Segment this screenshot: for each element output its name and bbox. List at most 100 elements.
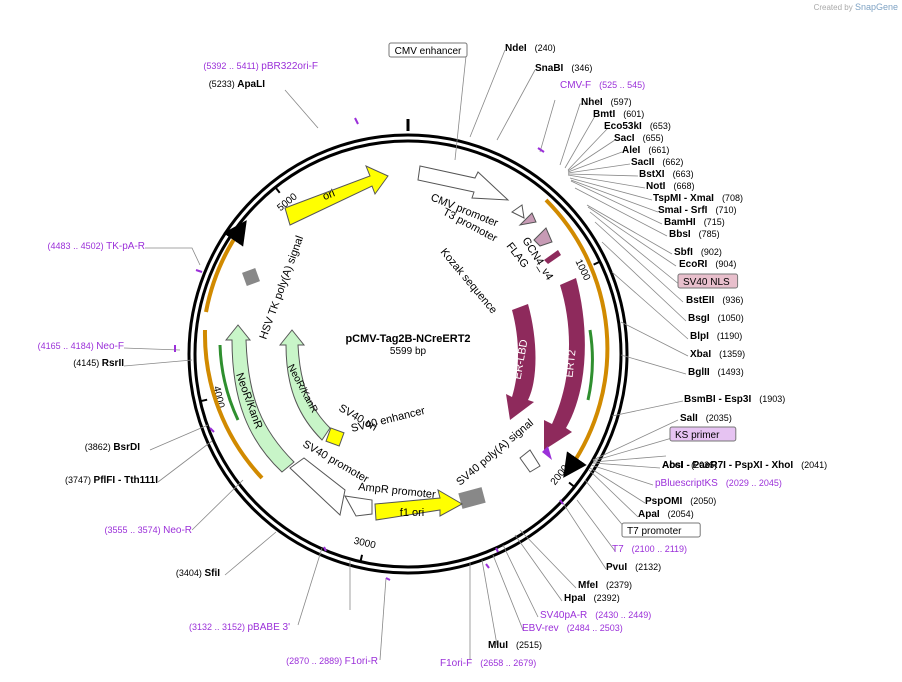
left-site-labels: (5392 .. 5411) pBR322ori-F (5233) ApaLI (4… (38, 61, 378, 667)
site-label: MfeI(2379) (578, 580, 632, 591)
site-label: EcoRI(904) (679, 259, 736, 270)
site-label: BstEII(936) (686, 295, 743, 306)
site-label: NdeI(240) (505, 43, 556, 54)
tick-mark (199, 398, 208, 403)
polya-box (458, 487, 486, 509)
feature-label-hsv-tk: HSV TK poly(A) signal (258, 234, 307, 341)
site-label: BmtI(601) (593, 109, 644, 120)
site-label-left: (2870 .. 2889) F1ori-R (286, 656, 378, 667)
site-label-left: (3132 .. 3152) pBABE 3' (189, 622, 290, 633)
site-label: BstXI(663) (639, 169, 694, 180)
tick-label: 2000 (549, 463, 572, 488)
feature-f1-ori: f1 ori (374, 488, 464, 521)
site-label: SacI(655) (614, 133, 664, 144)
site-label: SacII(662) (631, 157, 683, 168)
site-label-left: (3404) SfiI (176, 568, 220, 579)
credit-prefix: Created by (813, 3, 853, 12)
orf-arc-left (202, 329, 264, 480)
site-label: BsmBI - Esp3I(1903) (684, 394, 785, 405)
site-label: Eco53kI(653) (604, 121, 671, 132)
site-label-left: (4165 .. 4184) Neo-F (38, 341, 124, 352)
site-label: BlpI(1190) (690, 331, 742, 342)
feature-label-ert2: ERT2 (564, 349, 579, 378)
feature-label-kozak: Kozak sequence (438, 246, 499, 316)
feature-ert2: ERT2 (544, 278, 585, 450)
ampr-promoter-shape (344, 495, 373, 517)
site-label-left: (4483 .. 4502) TK-pA-R (48, 241, 145, 252)
site-label: TspMI - XmaI(708) (653, 193, 743, 204)
site-label: SmaI - SrfI(710) (658, 205, 736, 216)
sv40-polya-shape (519, 449, 541, 473)
orf-arc-left-top (204, 220, 247, 313)
backbone-outer (187, 133, 629, 575)
feature-ori: ori (284, 165, 389, 226)
plasmid-size: 5599 bp (390, 346, 427, 357)
site-label: pBluescriptKS(2029 .. 2045) (655, 478, 782, 489)
site-label: T7 promoter (627, 526, 682, 537)
tick-mark (568, 481, 576, 489)
site-label: BamHI(715) (664, 217, 725, 228)
plasmid-name: pCMV-Tag2B-NCreERT2 (345, 333, 470, 345)
gcn4-shape (533, 227, 553, 247)
feature-neor-kanr-inner: NeoR/KanR (278, 329, 331, 441)
site-label: ApaI(2054) (638, 509, 694, 520)
site-label: BbsI(785) (669, 229, 720, 240)
site-label: BsgI(1050) (688, 313, 744, 324)
orf-inner-green (586, 329, 594, 401)
site-label-left: (4145) RsrII (73, 358, 124, 369)
backbone-inner (193, 139, 623, 569)
site-label: AbsI - PaeR7I - PspXI - XhoI(2041) (662, 460, 827, 471)
flag-shape (518, 212, 537, 226)
nls-shape (542, 446, 552, 460)
site-label: AleI(661) (622, 145, 669, 156)
site-label: SalI(2035) (680, 413, 732, 424)
orf-inner-green-left (218, 344, 240, 421)
site-label-left: (3747) PflFI - Tth111I (65, 475, 158, 486)
svg-text:CMV enhancer: CMV enhancer (395, 46, 462, 57)
site-label: NheI(597) (581, 97, 632, 108)
site-label-left: (3862) BsrDI (85, 442, 140, 453)
tick-mark (593, 260, 602, 266)
sv40-ori-shape (325, 427, 345, 447)
cmv-enhancer-label: CMV enhancer (388, 42, 468, 58)
site-label: HpaI(2392) (564, 593, 620, 604)
site-label: PspOMI(2050) (645, 496, 716, 507)
site-label: T7(2100 .. 2119) (612, 544, 687, 555)
site-label: SV40pA-R(2430 .. 2449) (540, 610, 651, 621)
feature-er-lbd: ER-LBD (506, 304, 536, 420)
sv40-promoter-shape (289, 457, 346, 516)
feature-label-ori: ori (321, 187, 337, 203)
site-label: SnaBI(346) (535, 63, 592, 74)
tick-mark (359, 554, 364, 563)
site-label: XbaI(1359) (690, 349, 745, 360)
feature-label-ampr-promoter: AmpR promoter (358, 481, 437, 501)
feature-cmv-promoter (417, 165, 510, 201)
site-label: KS primer (675, 430, 720, 441)
right-site-labels: NdeI(240) SnaBI(346) CMV-F(525 .. 545) NheI… (440, 43, 827, 669)
credit-brand: SnapGene (854, 2, 898, 12)
t3-promoter-shape (511, 204, 525, 219)
orf-arc-right (544, 198, 610, 478)
feature-neor-kanr-outer: NeoR/KanR (224, 324, 295, 473)
site-label-box (621, 522, 701, 538)
feature-label-sv40-polya: SV40 poly(A) signal (454, 417, 536, 488)
kozak-shape (544, 250, 561, 264)
feature-label-f1-ori: f1 ori (400, 507, 424, 519)
site-label: CMV-F(525 .. 545) (560, 80, 645, 91)
site-label: NotI(668) (646, 181, 694, 192)
site-label-box (669, 426, 737, 442)
tick-label: 3000 (353, 536, 378, 552)
site-label-left: (5233) ApaLI (209, 79, 266, 90)
site-label: BglII(1493) (688, 367, 744, 378)
site-label: SbfI(902) (674, 247, 722, 258)
site-label: SV40 NLS (683, 277, 730, 288)
snapgene-credit: Created by SnapGene (814, 2, 898, 12)
site-label-box (677, 273, 739, 289)
site-label-left: (3555 .. 3574) Neo-R (105, 525, 192, 536)
tick-mark (273, 185, 281, 194)
site-label: F1ori-F(2658 .. 2679) (440, 658, 536, 669)
site-label-left: (5392 .. 5411) pBR322ori-F (203, 61, 318, 72)
site-label: PvuI(2132) (606, 562, 661, 573)
primer-marks (174, 117, 564, 581)
